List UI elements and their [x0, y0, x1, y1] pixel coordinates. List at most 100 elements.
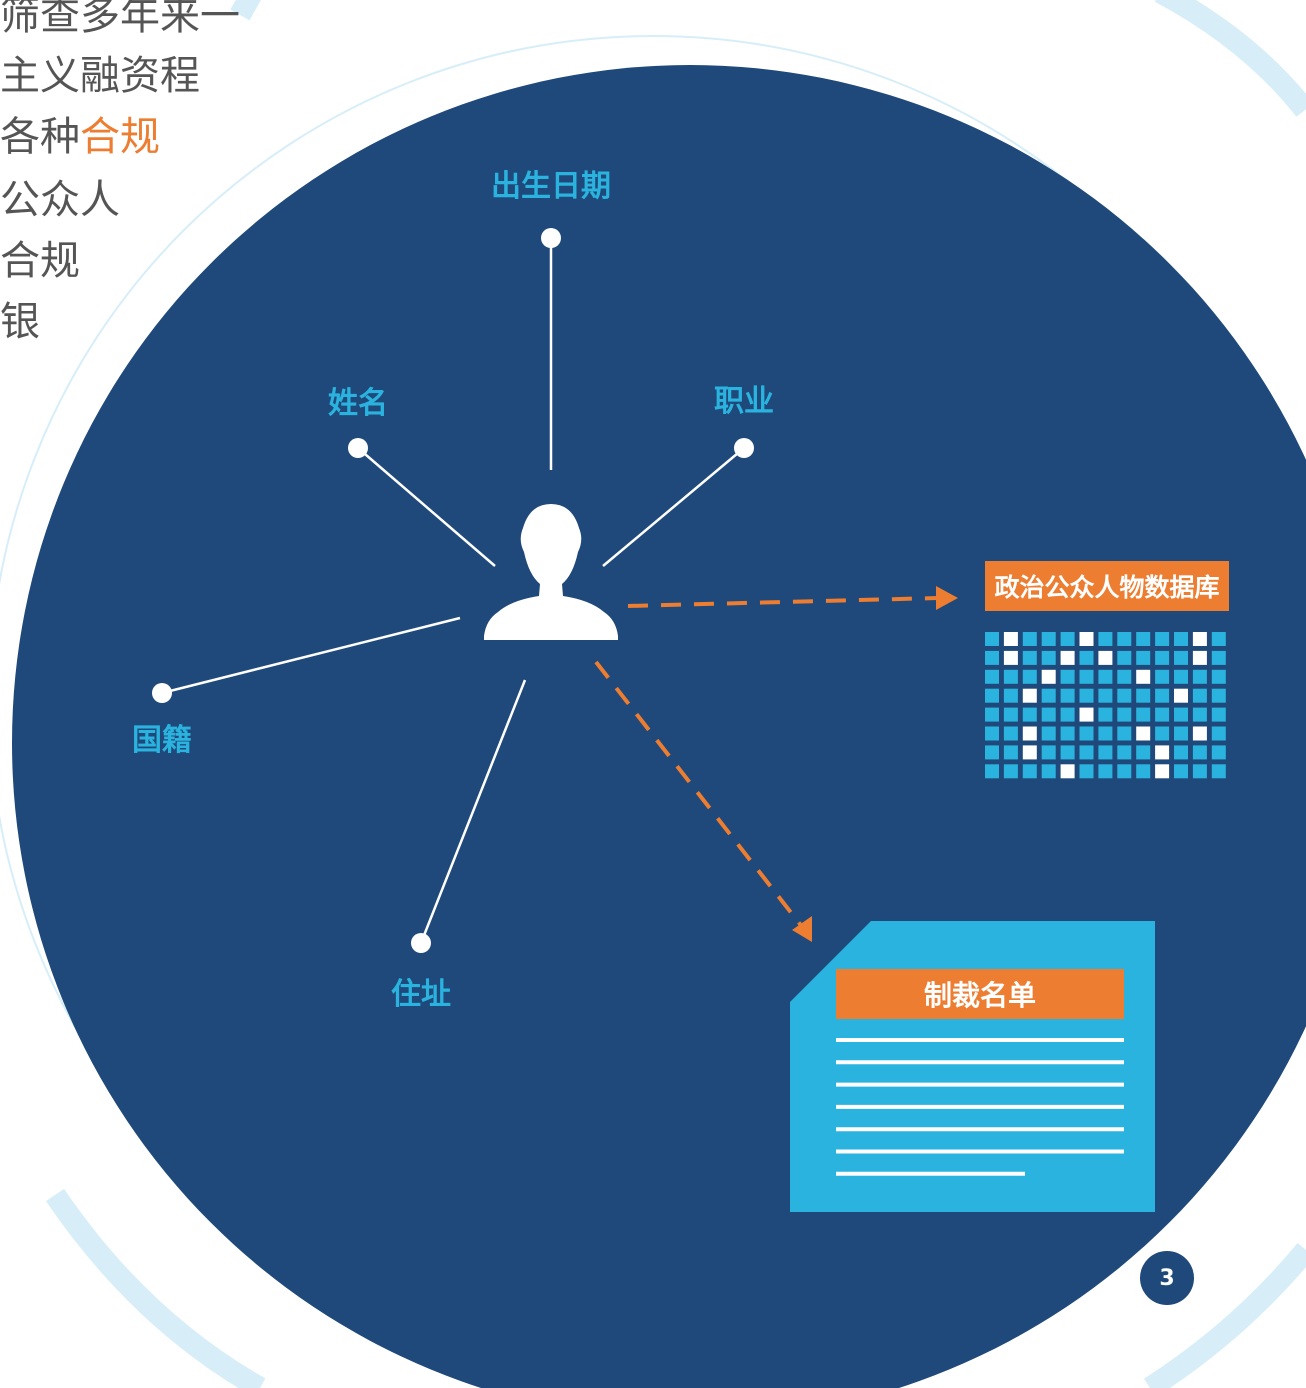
pep-grid-cell	[1211, 632, 1226, 646]
pep-grid-cell	[1192, 669, 1207, 684]
pep-grid-cell	[1155, 764, 1170, 779]
pep-grid-cell	[1098, 707, 1113, 722]
left-text-line-5: 合规	[0, 238, 80, 284]
dot-occupation	[734, 438, 754, 458]
left-text-line-4: 公众人	[0, 177, 120, 223]
pep-grid-cell	[1192, 688, 1207, 703]
pep-grid-cell	[1079, 745, 1094, 760]
pep-grid-cell	[1041, 650, 1056, 665]
pep-grid-cell	[1098, 764, 1113, 779]
pep-grid-cell	[1041, 707, 1056, 722]
pep-grid-cell	[1211, 669, 1226, 684]
connector-lines	[161, 238, 745, 944]
sanctions-document-lines	[836, 1038, 1124, 1176]
pep-grid-cell	[1192, 707, 1207, 722]
pep-grid-cell	[1098, 632, 1113, 646]
label-occupation: 职业	[714, 384, 774, 419]
arrowhead-pep-database	[936, 586, 958, 610]
pep-grid-cell	[1041, 669, 1056, 684]
pep-grid-cell	[985, 650, 999, 665]
pep-grid-cell	[1041, 745, 1056, 760]
pep-grid-cell	[1079, 632, 1094, 646]
person-icon	[484, 504, 618, 640]
pep-grid-cell	[1192, 650, 1207, 665]
sanctions-document-sheet	[790, 921, 1155, 1212]
pep-grid-cell	[1098, 650, 1113, 665]
pep-grid-cell	[1079, 726, 1094, 741]
pep-grid-cell	[1174, 726, 1188, 741]
pep-grid-cell	[1136, 764, 1151, 779]
pep-grid-cell	[1174, 688, 1188, 703]
dot-nationality	[152, 683, 172, 703]
label-birth-date: 出生日期	[491, 169, 611, 204]
left-text-line-1: 筛查多年来一	[0, 0, 240, 39]
pep-grid-cell	[985, 707, 999, 722]
pep-grid-cell	[1060, 764, 1075, 779]
pep-grid-cell	[1155, 707, 1170, 722]
pep-grid-cell	[1174, 632, 1188, 646]
connector-name	[357, 447, 496, 567]
dot-name	[348, 438, 368, 458]
pep-grid-cell	[1003, 688, 1018, 703]
pep-grid-cell	[1022, 764, 1037, 779]
pep-grid-cell	[1003, 669, 1018, 684]
dot-birth-date	[541, 228, 561, 248]
pep-grid-cell	[1117, 669, 1132, 684]
left-text-line-6: 银	[0, 299, 40, 345]
pep-grid-cell	[1174, 669, 1188, 684]
label-nationality: 国籍	[132, 723, 192, 758]
page-number: 3	[1140, 1251, 1194, 1305]
pep-grid-cell	[1211, 688, 1226, 703]
pep-grid-cell	[1003, 632, 1018, 646]
pep-grid-cell	[1211, 726, 1226, 741]
pep-grid-cell	[1117, 764, 1132, 779]
ring-arc-top-right	[1154, 0, 1306, 117]
pep-grid-cell	[1041, 688, 1056, 703]
pep-grid-cell	[1022, 745, 1037, 760]
pep-grid-cell	[1041, 764, 1056, 779]
pep-grid-cell	[1079, 669, 1094, 684]
pep-grid-cell	[1192, 632, 1207, 646]
pep-grid-cell	[1136, 669, 1151, 684]
pep-grid-cell	[1174, 650, 1188, 665]
pep-grid-cell	[1079, 650, 1094, 665]
pep-grid-cell	[1117, 650, 1132, 665]
pep-grid-cell	[1211, 707, 1226, 722]
pep-grid-cell	[1060, 669, 1075, 684]
pep-grid-cell	[1098, 745, 1113, 760]
pep-grid-cell	[1174, 764, 1188, 779]
pep-grid-cell	[1060, 745, 1075, 760]
pep-grid-cell	[1136, 632, 1151, 646]
connector-address	[419, 679, 527, 944]
connector-nationality	[161, 616, 461, 695]
pep-grid-cell	[1192, 726, 1207, 741]
connector-dots	[152, 228, 754, 953]
pep-grid-cell	[1060, 726, 1075, 741]
pep-grid-cell	[1117, 726, 1132, 741]
pep-grid-cell	[1117, 707, 1132, 722]
pep-grid-cell	[1041, 632, 1056, 646]
pep-grid-cell	[1003, 707, 1018, 722]
ring-arc-bottom-left	[45, 1188, 266, 1388]
pep-grid-cell	[1022, 650, 1037, 665]
pep-grid-cell	[1155, 688, 1170, 703]
connector-occupation	[602, 447, 745, 567]
left-text-line-2: 主义融资程	[0, 53, 200, 99]
pep-grid-cell	[1155, 726, 1170, 741]
pep-grid-cell	[1117, 745, 1132, 760]
pep-grid-cell	[1211, 650, 1226, 665]
label-name: 姓名	[328, 386, 388, 421]
dot-address	[411, 933, 431, 953]
pep-grid-cell	[1098, 669, 1113, 684]
pep-grid-cell	[985, 764, 999, 779]
pep-grid-cell	[1192, 745, 1207, 760]
dashed-arrows	[594, 596, 939, 930]
pep-grid-cell	[1060, 650, 1075, 665]
pep-grid-cell	[1211, 745, 1226, 760]
pep-database-grid	[985, 632, 1226, 779]
pep-grid-cell	[1174, 745, 1188, 760]
arrow-to-pep-database	[627, 596, 939, 608]
sanctions-list-title: 制裁名单	[836, 969, 1124, 1019]
pep-database-title: 政治公众人物数据库	[985, 561, 1229, 611]
